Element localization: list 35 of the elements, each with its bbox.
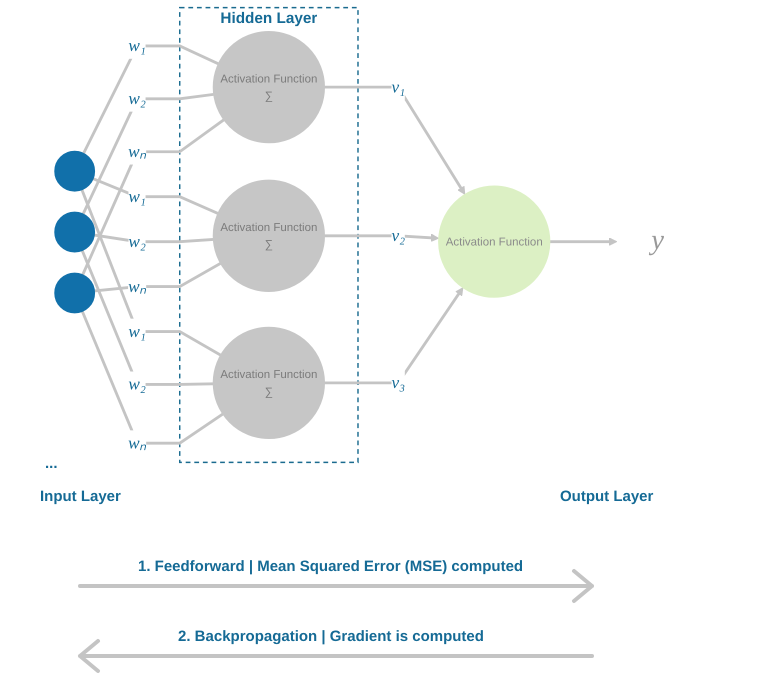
arrow	[324, 287, 464, 384]
layer-label: Input Layer	[40, 488, 121, 505]
node-text: y	[651, 224, 664, 256]
edge-label: v₁	[391, 77, 406, 96]
connector	[82, 92, 214, 215]
edge-label: wₙ	[128, 276, 146, 296]
arrow	[324, 86, 466, 195]
edge-label: w₂	[128, 374, 146, 394]
node-circle: Activation Function	[438, 186, 550, 298]
ellipsis-label: ...	[45, 455, 58, 472]
edge-label: w₂	[128, 232, 146, 251]
arrow	[550, 237, 618, 246]
connector	[80, 250, 214, 386]
node-circle	[54, 272, 96, 314]
node-circle	[54, 150, 96, 192]
node-circle: Activation Function ∑	[212, 30, 325, 144]
node-circle	[54, 212, 96, 252]
edge-label: w₁	[128, 186, 146, 206]
process-note: 2. Backpropagation | Gradient is computed	[178, 628, 484, 645]
edge-label: w₁	[128, 36, 146, 55]
node-circle: Activation Function ∑	[212, 180, 325, 292]
edge-label: w₂	[128, 88, 146, 108]
connector	[81, 118, 225, 276]
edge-label: v₃	[391, 372, 406, 392]
connector	[92, 177, 218, 215]
node-circle: Activation Function ∑	[212, 326, 325, 440]
edge-label: wₙ	[128, 142, 146, 161]
edge-label: v₂	[391, 226, 406, 245]
edge-label: w₁	[128, 322, 146, 341]
layer-label: Output Layer	[560, 488, 654, 505]
process-note: 1. Feedforward | Mean Squared Error (MSE) computed	[138, 558, 524, 575]
arrow	[324, 234, 440, 242]
connector	[82, 44, 219, 154]
connector	[81, 310, 224, 445]
edge-label: wₙ	[128, 433, 146, 452]
